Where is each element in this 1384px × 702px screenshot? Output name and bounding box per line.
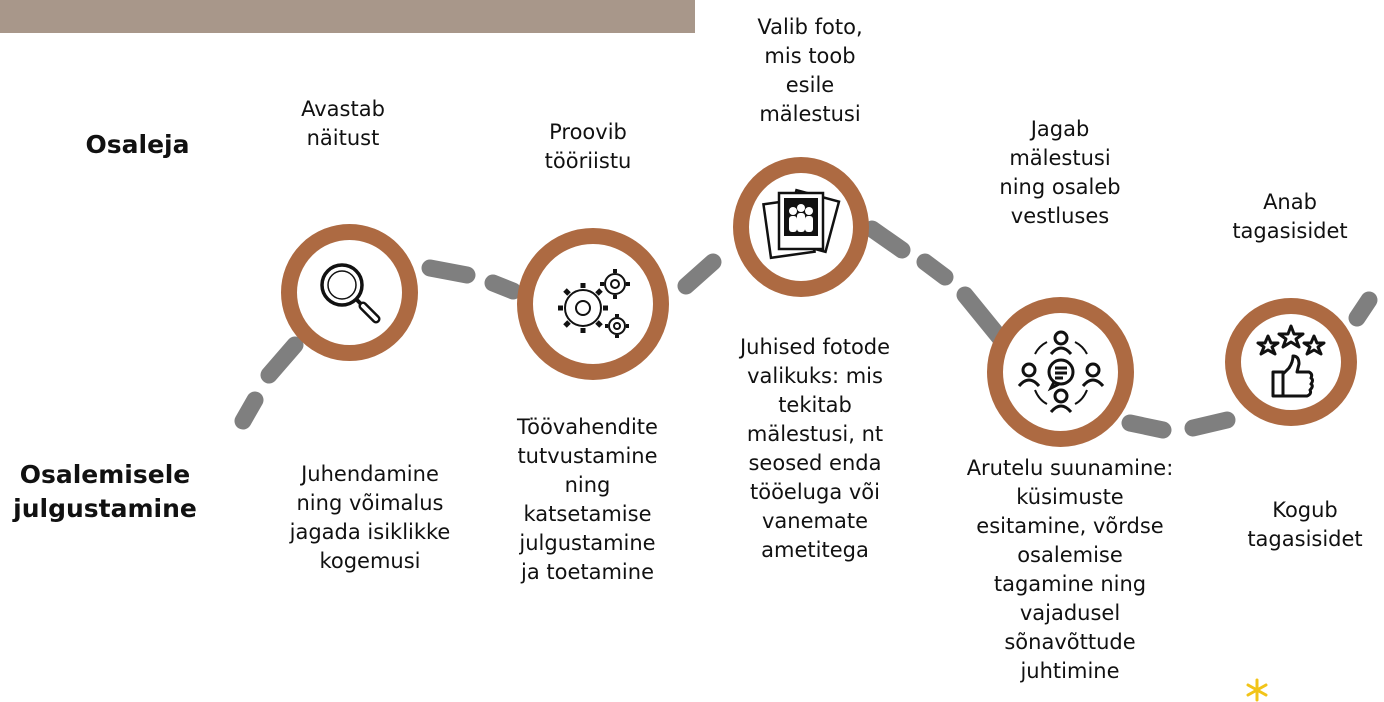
step-1-node [281, 224, 418, 361]
role-label-facilitator: Osalemisele julgustamine [13, 460, 197, 523]
step-5-facilitator-text: Kogub tagasisidet [1247, 498, 1363, 551]
role-label-participant: Osaleja [85, 130, 190, 159]
path-dash [916, 253, 954, 286]
path-dash [1121, 414, 1172, 439]
step-1-participant-text: Avastab näitust [301, 97, 385, 150]
path-dash [1184, 411, 1236, 437]
magnifier-icon [319, 262, 380, 323]
rating-thumbs-up-icon [1256, 324, 1326, 398]
step-2-node [517, 228, 669, 380]
path-dash [260, 336, 304, 384]
path-dash [956, 286, 1009, 347]
gears-icon [558, 269, 630, 338]
path-dash [234, 391, 264, 430]
photos-icon [762, 188, 841, 260]
step-3-facilitator-text: Juhised fotode valikuks: mis tekitab mäl… [739, 335, 891, 562]
step-2-facilitator-text: Töövahendite tutvustamine ning katsetami… [517, 415, 658, 584]
path-dash [484, 274, 522, 300]
path-dash [1348, 291, 1378, 327]
top-banner-band [0, 0, 695, 33]
step-4-participant-text: Jagab mälestusi ning osaleb vestluses [999, 117, 1121, 228]
step-2-participant-text: Proovib tööriistu [544, 120, 632, 173]
discussion-group-icon [1017, 330, 1104, 414]
step-5-node [1225, 298, 1357, 426]
step-4-facilitator-text: Arutelu suunamine: küsimuste esitamine, … [966, 456, 1174, 683]
step-1-facilitator-text: Juhendamine ning võimalus jagada isiklik… [289, 462, 451, 573]
path-dash [421, 259, 476, 284]
path-dash [863, 220, 911, 259]
step-4-node [987, 297, 1134, 447]
spark-icon [1246, 678, 1268, 702]
step-3-node [733, 157, 869, 297]
step-3-participant-text: Valib foto, mis toob esile mälestusi [757, 15, 863, 126]
path-dash [677, 253, 722, 295]
step-5-participant-text: Anab tagasisidet [1232, 190, 1348, 243]
